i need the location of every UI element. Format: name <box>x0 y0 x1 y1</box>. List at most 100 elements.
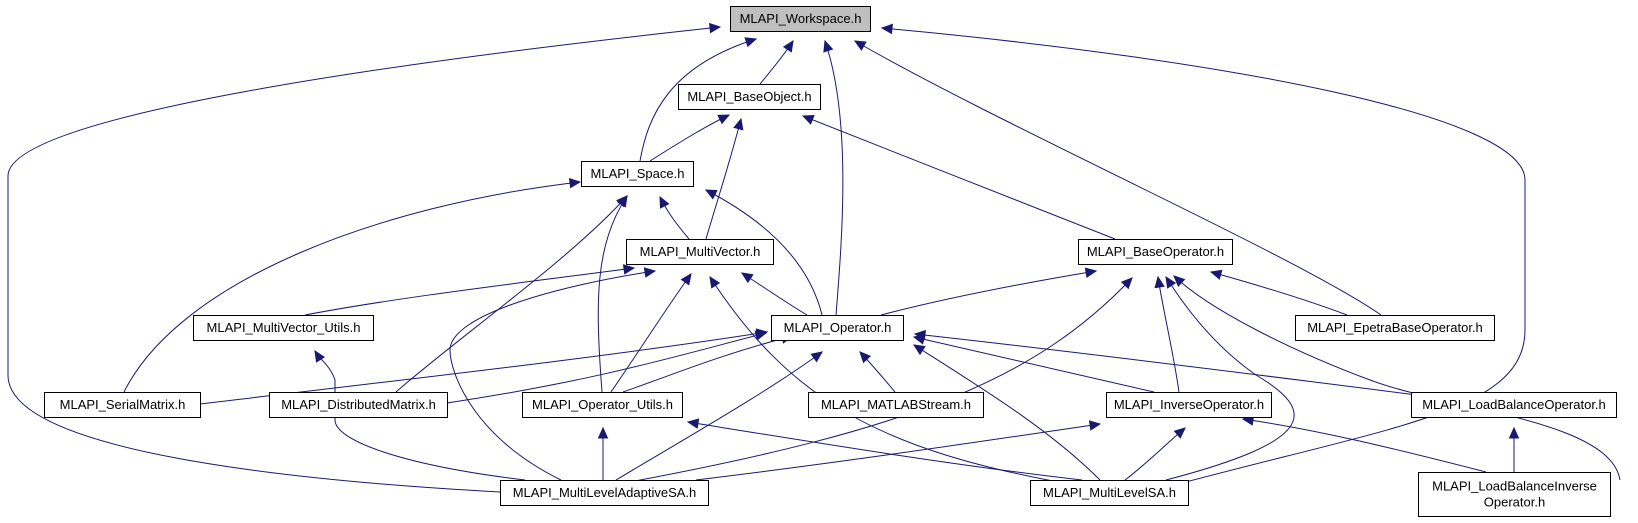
edge-operator-to-multivector <box>740 272 808 316</box>
node-label: MLAPI_DistributedMatrix.h <box>281 397 436 412</box>
edge-distmatrix-to-space <box>395 195 628 393</box>
edge-line <box>705 118 742 240</box>
node-mlsa[interactable]: MLAPI_MultiLevelSA.h <box>1030 480 1189 506</box>
node-label: Operator.h <box>1484 495 1545 510</box>
edge-line <box>687 421 1083 481</box>
arrowhead-icon <box>853 40 867 51</box>
edge-oputils-to-multivector <box>610 273 692 393</box>
arrowhead-icon <box>709 22 722 34</box>
arrowhead-icon <box>1165 275 1177 289</box>
arrowhead-icon <box>744 37 758 48</box>
edge-inverseop-to-baseoperator <box>1154 275 1180 393</box>
edge-operator-to-baseoperator <box>880 267 1098 316</box>
node-box <box>1106 392 1272 418</box>
node-multivector[interactable]: MLAPI_MultiVector.h <box>626 239 774 265</box>
edge-line <box>597 195 628 393</box>
edge-line <box>610 273 692 393</box>
edge-mlsa-to-inverseop <box>1124 427 1186 481</box>
arrowhead-icon <box>754 330 768 341</box>
node-epetrabaseop[interactable]: MLAPI_EpetraBaseOperator.h <box>1295 315 1495 341</box>
edge-lbinverseop-to-inverseop <box>1241 415 1487 473</box>
edge-line <box>741 272 808 316</box>
edge-mladaptivesa-to-mvutils <box>314 349 526 481</box>
edge-line <box>7 26 721 493</box>
arrowhead-icon <box>643 267 657 278</box>
node-operator[interactable]: MLAPI_Operator.h <box>771 315 904 341</box>
node-space[interactable]: MLAPI_Space.h <box>581 161 694 187</box>
node-loadbalanceop[interactable]: MLAPI_LoadBalanceOperator.h <box>1411 392 1617 418</box>
arrowhead-icon <box>912 344 926 356</box>
arrowhead-icon <box>1154 275 1165 289</box>
node-label: MLAPI_Operator.h <box>784 320 892 335</box>
node-label: MLAPI_BaseOperator.h <box>1087 244 1224 259</box>
arrowhead-icon <box>880 23 893 35</box>
node-inverseop[interactable]: MLAPI_InverseOperator.h <box>1106 392 1272 418</box>
node-baseoperator[interactable]: MLAPI_BaseOperator.h <box>1078 239 1233 265</box>
edge-line <box>615 351 823 481</box>
arrowhead-icon <box>568 177 582 189</box>
arrowhead-icon <box>314 349 326 363</box>
node-label: MLAPI_LoadBalanceInverse <box>1432 479 1597 494</box>
edge-mlsa-to-baseoperator <box>1165 275 1295 481</box>
node-label: MLAPI_SerialMatrix.h <box>60 397 186 412</box>
node-box <box>1411 392 1617 418</box>
arrowhead-icon <box>913 329 926 341</box>
edge-line <box>854 40 1382 316</box>
node-box <box>522 392 683 418</box>
node-matlabstream[interactable]: MLAPI_MATLABStream.h <box>808 392 984 418</box>
node-box <box>193 315 374 341</box>
arrowhead-icon <box>1209 269 1223 280</box>
node-mladaptivesa[interactable]: MLAPI_MultiLevelAdaptiveSA.h <box>500 480 709 506</box>
edge-line <box>913 336 1155 393</box>
arrowhead-icon <box>810 351 823 363</box>
edge-line <box>1165 276 1295 481</box>
node-box <box>678 84 821 110</box>
arrowhead-icon <box>740 272 754 284</box>
node-box <box>269 392 448 418</box>
edge-inverseop-to-operator <box>912 334 1155 393</box>
node-mvutils[interactable]: MLAPI_MultiVector_Utils.h <box>193 315 374 341</box>
edge-serialmatrix-to-space <box>123 177 582 393</box>
node-label: MLAPI_MATLABStream.h <box>821 397 971 412</box>
edge-operator-to-space <box>704 189 823 316</box>
edge-line <box>304 267 635 316</box>
edge-mlsa-to-workspace <box>880 23 1526 484</box>
arrowhead-icon <box>733 117 744 131</box>
edge-mlsa-to-multivector <box>709 275 1070 485</box>
node-serialmatrix[interactable]: MLAPI_SerialMatrix.h <box>44 392 201 418</box>
node-label: MLAPI_Space.h <box>591 166 685 181</box>
arrowhead-icon <box>616 194 628 208</box>
edge-line <box>881 27 1526 484</box>
node-box <box>626 239 774 265</box>
arrowhead-icon <box>686 418 700 429</box>
arrowhead-icon <box>1508 426 1520 439</box>
arrowhead-icon <box>782 39 794 53</box>
edge-oputils-to-space <box>597 194 628 393</box>
node-baseobject[interactable]: MLAPI_BaseObject.h <box>678 84 821 110</box>
edge-mladaptivesa-to-oputils <box>597 426 609 480</box>
arrowhead-icon <box>1120 277 1133 290</box>
arrowhead-icon <box>1173 427 1186 439</box>
edge-line <box>314 350 526 481</box>
edge-mladaptivesa-to-inverseop <box>695 420 1102 481</box>
arrowhead-icon <box>1088 420 1102 431</box>
edge-line <box>1157 276 1180 393</box>
edge-multivector-to-space <box>659 195 690 240</box>
edge-mlsa-to-oputils <box>686 418 1083 481</box>
edge-epetrabaseop-to-workspace <box>853 40 1382 316</box>
arrowhead-icon <box>704 189 718 200</box>
edge-mvutils-to-multivector <box>304 264 636 316</box>
edge-line <box>824 40 844 316</box>
arrowhead-icon <box>680 273 692 286</box>
edge-epetrabaseop-to-baseoperator <box>1209 269 1348 316</box>
node-label: MLAPI_MultiVector_Utils.h <box>207 320 361 335</box>
nodes-layer: MLAPI_Workspace.hMLAPI_BaseObject.hMLAPI… <box>44 6 1617 517</box>
node-label: MLAPI_BaseObject.h <box>687 89 811 104</box>
node-workspace[interactable]: MLAPI_Workspace.h <box>730 6 871 32</box>
node-oputils[interactable]: MLAPI_Operator_Utils.h <box>522 392 683 418</box>
node-box <box>1030 480 1189 506</box>
node-label: MLAPI_EpetraBaseOperator.h <box>1307 320 1483 335</box>
node-distmatrix[interactable]: MLAPI_DistributedMatrix.h <box>269 392 448 418</box>
